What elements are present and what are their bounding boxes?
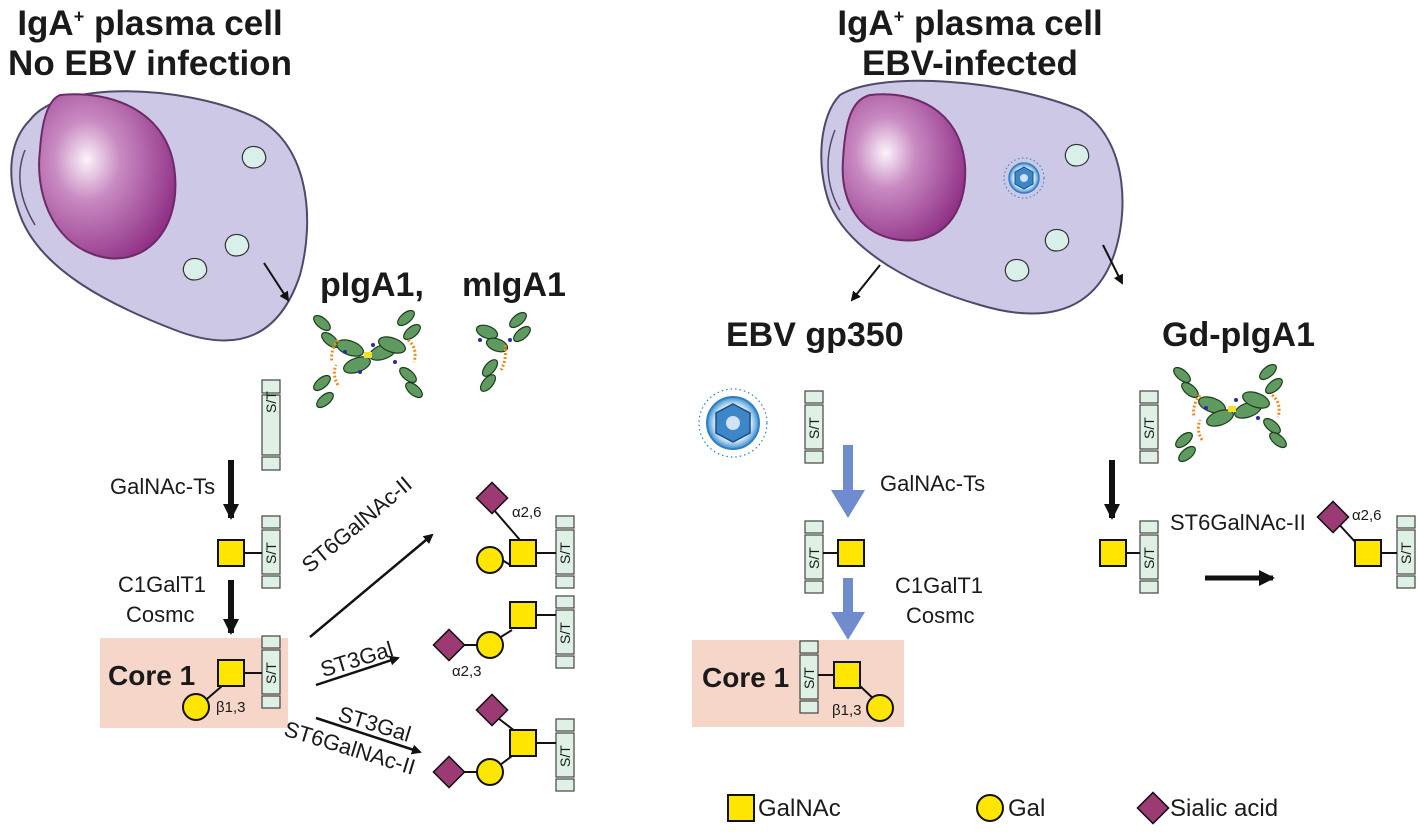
gal-icon [866, 694, 894, 722]
right-nucleus [841, 93, 967, 242]
st-peptide-right-2 [804, 520, 824, 594]
st-label: S/T [263, 391, 279, 413]
cosmc-right: Cosmc [906, 603, 975, 628]
blue-arrow-1 [831, 445, 865, 518]
cosmc-left: Cosmc [126, 602, 195, 627]
galnac-ts-right: GalNAc-Ts [880, 471, 986, 496]
pIgA1-molecule-icon [313, 309, 423, 409]
alpha26-right: α2,6 [1352, 507, 1382, 524]
st-peptide-left-2 [261, 515, 281, 589]
st-label: S/T [557, 745, 573, 767]
virus-icon-gp350 [698, 388, 768, 458]
c1galt1-left: C1GalT1 [118, 572, 207, 597]
st-label: S/T [557, 622, 573, 644]
st-label: S/T [801, 667, 817, 689]
st-label: S/T [1141, 547, 1157, 569]
product-st6-icon [475, 481, 575, 589]
st-peptide-right-3 [1139, 390, 1159, 464]
left-nucleus [38, 93, 177, 260]
galnac-icon [217, 659, 245, 687]
c1galt1-right: C1GalT1 [895, 573, 984, 598]
right-title: IgA+ plasma cell EBV-infected [837, 4, 1103, 84]
st-label: S/T [806, 417, 822, 439]
st-label: S/T [1141, 417, 1157, 439]
legend-sialic-icon [1136, 791, 1170, 825]
core1-label-left: Core 1 [108, 660, 196, 691]
gd-product-sialylated-icon [1316, 500, 1416, 589]
legend-sialic-label: Sialic acid [1170, 795, 1279, 822]
alpha23-left: α2,3 [452, 663, 482, 680]
beta-link-right: β1,3 [832, 702, 862, 719]
legend-galnac-label: GalNAc [758, 795, 841, 822]
st-peptide-right-4 [1139, 520, 1159, 594]
left-title: IgA+ plasma cell No EBV infection [8, 4, 292, 84]
beta-link-left: β1,3 [216, 699, 246, 716]
blue-arrow-2 [831, 578, 865, 640]
galnac-icon [833, 661, 861, 689]
right-plasma-cell [820, 79, 1124, 315]
st-peptide-left-1 [261, 379, 281, 471]
st-label: S/T [263, 662, 279, 684]
st-label: S/T [1398, 542, 1414, 564]
mIgA1-label: mIgA1 [462, 266, 566, 304]
gal-icon [182, 693, 210, 721]
legend-gal-icon [976, 794, 1004, 822]
virus-icon-in-cell [1003, 157, 1045, 199]
pIgA1-label: pIgA1, [320, 266, 424, 304]
mIgA1-molecule-icon [475, 311, 531, 392]
gp350-label: EBV gp350 [726, 316, 904, 354]
galnac-ts-left: GalNAc-Ts [110, 474, 216, 499]
legend-gal-label: Gal [1008, 795, 1046, 822]
galnac-icon [837, 539, 865, 567]
left-plasma-cell [10, 90, 309, 342]
gd-pIgA1-molecule-icon [1173, 363, 1287, 463]
st-label: S/T [806, 547, 822, 569]
st-peptide-right-1 [804, 390, 824, 464]
product-st3-icon [432, 595, 575, 669]
galnac-icon [1099, 539, 1127, 567]
st-label: S/T [557, 542, 573, 564]
alpha26-left: α2,6 [512, 504, 542, 521]
legend-galnac-icon [727, 794, 755, 822]
core1-label-right: Core 1 [702, 662, 790, 693]
st-peptide-right-core [799, 640, 819, 714]
product-disialyl-icon [432, 693, 575, 792]
gd-enzyme: ST6GalNAc-II [1170, 510, 1306, 535]
gd-pIgA1-label: Gd-pIgA1 [1162, 316, 1315, 354]
galnac-icon [217, 539, 245, 567]
st-label: S/T [263, 542, 279, 564]
